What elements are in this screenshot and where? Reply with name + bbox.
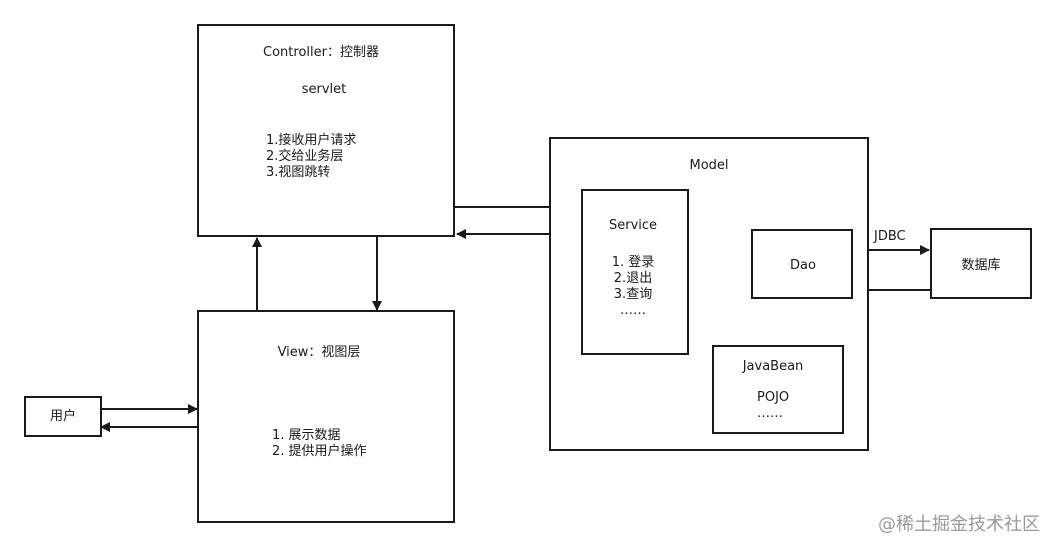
controller-subtitle: servlet (301, 82, 347, 97)
controller-box (197, 24, 455, 237)
javabean-box (712, 345, 844, 434)
javabean-title: JavaBean (742, 359, 804, 374)
service-item: 3.查询 (613, 287, 653, 302)
dao-box (751, 229, 853, 299)
jdbc-label: JDBC (874, 229, 906, 244)
controller-item: 1.接收用户请求 (266, 133, 357, 148)
view-item: 2. 提供用户操作 (272, 444, 367, 459)
controller-responsibilities: 1.接收用户请求 2.交给业务层 3.视图跳转 (266, 133, 356, 181)
database-label: 数据库 (961, 258, 1001, 273)
service-item: 1. 登录 (611, 255, 655, 270)
service-operations: 1. 登录 2.退出 3.查询 …… (612, 255, 655, 319)
controller-item: 2.交给业务层 (266, 149, 344, 164)
service-item: …… (619, 303, 646, 318)
controller-title: Controller：控制器 (263, 45, 379, 60)
user-label: 用户 (49, 409, 77, 424)
model-title: Model (689, 158, 729, 173)
view-box (197, 310, 455, 523)
view-item: 1. 展示数据 (272, 428, 341, 443)
user-box (24, 396, 102, 437)
watermark: @稀土掘金技术社区 (878, 514, 1040, 535)
service-item: 2.退出 (613, 271, 653, 286)
dao-label: Dao (790, 258, 816, 273)
database-box (930, 228, 1032, 299)
javabean-subtitle: POJO (757, 390, 790, 405)
service-title: Service (608, 218, 658, 233)
javabean-ellipsis: …… (757, 406, 783, 421)
view-title: View：视图层 (277, 345, 361, 360)
view-responsibilities: 1. 展示数据 2. 提供用户操作 (272, 428, 367, 460)
service-box (581, 189, 689, 355)
controller-item: 3.视图跳转 (266, 165, 331, 180)
